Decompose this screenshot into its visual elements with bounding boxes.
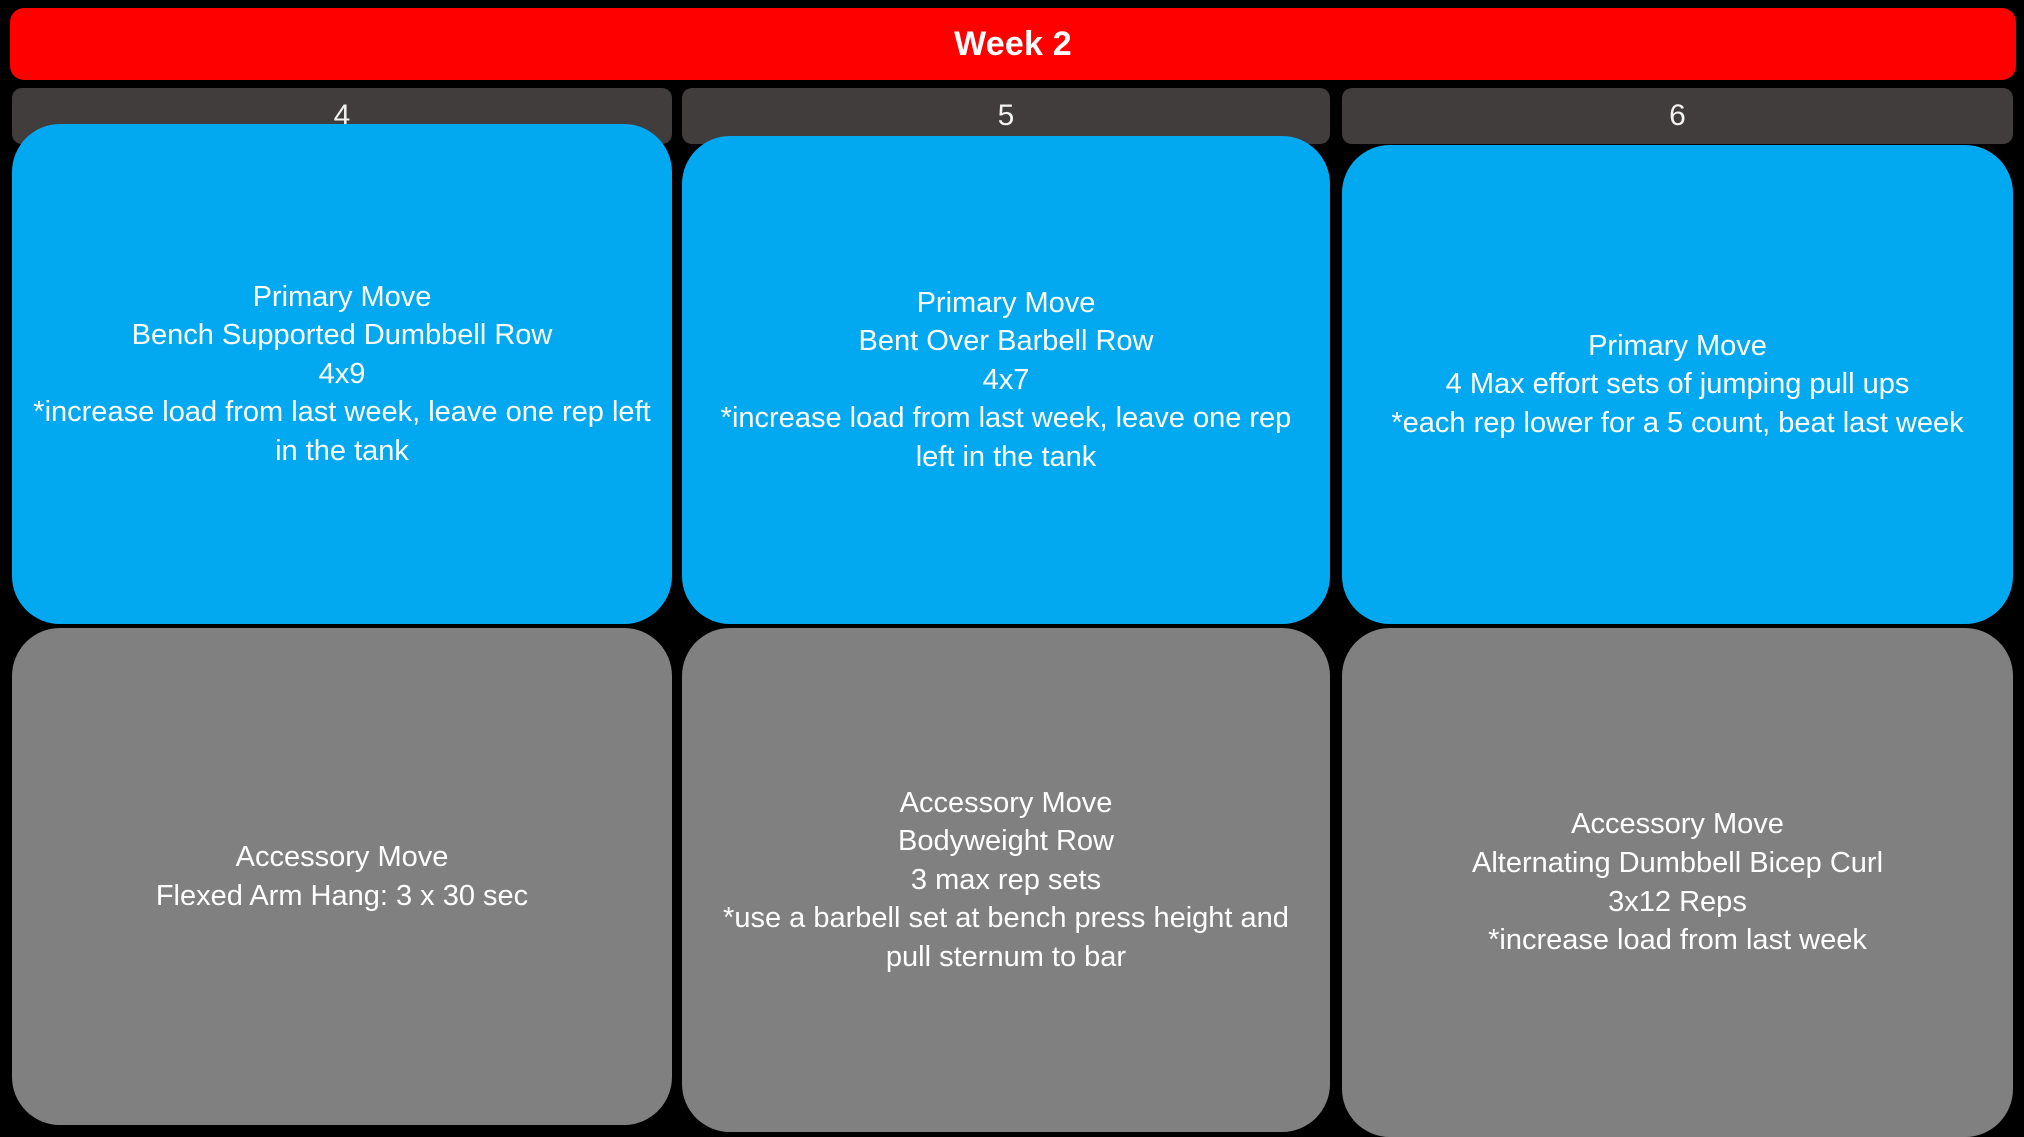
accessory-move-card-day-4[interactable]: Accessory Move Flexed Arm Hang: 3 x 30 s…: [12, 628, 672, 1125]
day-header-5[interactable]: 5: [682, 88, 1330, 144]
day-columns: 4 Primary Move Bench Supported Dumbbell …: [0, 88, 2024, 1137]
primary-move-card-day-4[interactable]: Primary Move Bench Supported Dumbbell Ro…: [12, 124, 672, 624]
accessory-move-text: Accessory Move Bodyweight Row 3 max rep …: [723, 786, 1289, 973]
day-header-6[interactable]: 6: [1342, 88, 2013, 144]
day-header-label: 6: [1669, 99, 1686, 132]
primary-move-text: Primary Move Bent Over Barbell Row 4x7 *…: [720, 286, 1292, 473]
accessory-move-text: Accessory Move Alternating Dumbbell Bice…: [1471, 808, 1884, 957]
day-column-5: 5 Primary Move Bent Over Barbell Row 4x7…: [682, 88, 1330, 1137]
primary-move-text: Primary Move 4 Max effort sets of jumpin…: [1391, 329, 1964, 439]
accessory-move-text: Accessory Move Flexed Arm Hang: 3 x 30 s…: [155, 840, 529, 912]
primary-move-card-day-6[interactable]: Primary Move 4 Max effort sets of jumpin…: [1342, 145, 2013, 624]
accessory-move-card-day-5[interactable]: Accessory Move Bodyweight Row 3 max rep …: [682, 628, 1330, 1132]
primary-move-text: Primary Move Bench Supported Dumbbell Ro…: [33, 280, 651, 467]
week-banner: Week 2: [10, 8, 2016, 80]
accessory-move-card-day-6[interactable]: Accessory Move Alternating Dumbbell Bice…: [1342, 628, 2013, 1137]
day-column-4: 4 Primary Move Bench Supported Dumbbell …: [12, 88, 672, 1137]
primary-move-card-day-5[interactable]: Primary Move Bent Over Barbell Row 4x7 *…: [682, 136, 1330, 624]
day-column-6: 6 Primary Move 4 Max effort sets of jump…: [1342, 88, 2013, 1137]
day-header-label: 4: [333, 99, 351, 132]
day-header-label: 5: [997, 99, 1015, 132]
week-title: Week 2: [954, 25, 1072, 63]
